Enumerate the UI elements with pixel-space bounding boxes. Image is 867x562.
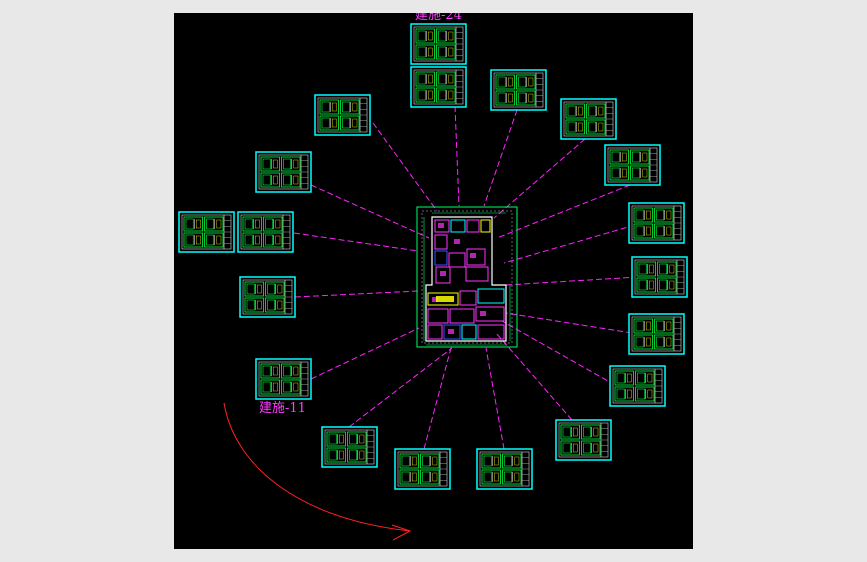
sheet-thumbnail[interactable] [604, 144, 661, 186]
plan-room [434, 234, 448, 250]
plan-room [434, 250, 448, 266]
sheet-thumbnail[interactable] [239, 276, 296, 318]
plan-room [449, 308, 475, 324]
plan-room [477, 324, 505, 340]
leader-line [505, 276, 639, 286]
sheet-thumbnail[interactable] [410, 23, 467, 65]
sheet-thumbnail[interactable] [490, 69, 547, 111]
leader-line [485, 347, 505, 450]
plan-room [477, 288, 505, 304]
drawing-canvas [178, 23, 688, 541]
leader-line [505, 312, 633, 334]
plan-room [466, 219, 480, 233]
plan-room [475, 306, 505, 322]
plan-room [427, 324, 443, 340]
leader-line [310, 184, 430, 239]
sheet-thumbnail[interactable] [255, 151, 312, 193]
sheet-thumbnail[interactable] [314, 94, 371, 136]
leader-line [310, 327, 420, 380]
sheet-thumbnails [178, 23, 688, 490]
sheet-thumbnail[interactable] [237, 211, 294, 253]
leader-line [493, 138, 586, 219]
plan-room [461, 324, 477, 340]
sheet-thumbnail[interactable] [628, 202, 685, 244]
plan-room [480, 219, 491, 233]
central-floor-plan[interactable] [416, 206, 518, 348]
cad-viewport[interactable]: 建施-24 建施-11 [174, 13, 693, 549]
sheet-thumbnail[interactable] [410, 66, 467, 108]
leader-line [496, 184, 631, 239]
sheet-thumbnail[interactable] [321, 426, 378, 468]
plan-room [448, 252, 466, 268]
leader-line [495, 332, 573, 421]
sheet-label-top: 建施-24 [415, 13, 462, 23]
plan-room [466, 248, 486, 266]
leader-line [503, 224, 636, 264]
sheet-label-left: 建施-11 [259, 401, 306, 416]
plan-room [435, 266, 451, 284]
leader-line [454, 105, 460, 207]
leader-line [501, 320, 616, 386]
plan-room [450, 219, 466, 233]
leader-line [294, 290, 419, 298]
sheet-thumbnail[interactable] [560, 98, 617, 140]
sheet-thumbnail[interactable] [476, 448, 533, 490]
direction-arrow [223, 402, 412, 541]
sheet-thumbnail[interactable] [178, 211, 235, 253]
leader-line [348, 347, 453, 428]
plan-room [434, 219, 450, 233]
leader-line [423, 347, 452, 450]
plan-room [465, 266, 489, 282]
sheet-thumbnail[interactable] [631, 256, 688, 298]
plan-room [443, 324, 461, 340]
plan-room [427, 308, 449, 324]
plan-room [427, 292, 459, 306]
sheet-thumbnail[interactable] [394, 448, 451, 490]
sheet-thumbnail[interactable] [609, 365, 666, 407]
sheet-thumbnail[interactable] [255, 358, 312, 400]
plan-room [459, 290, 477, 306]
leader-line [372, 122, 438, 212]
leader-line [483, 109, 518, 207]
leader-lines [293, 105, 639, 450]
sheet-thumbnail[interactable] [628, 313, 685, 355]
sheet-thumbnail[interactable] [555, 419, 612, 461]
leader-line [293, 232, 419, 252]
